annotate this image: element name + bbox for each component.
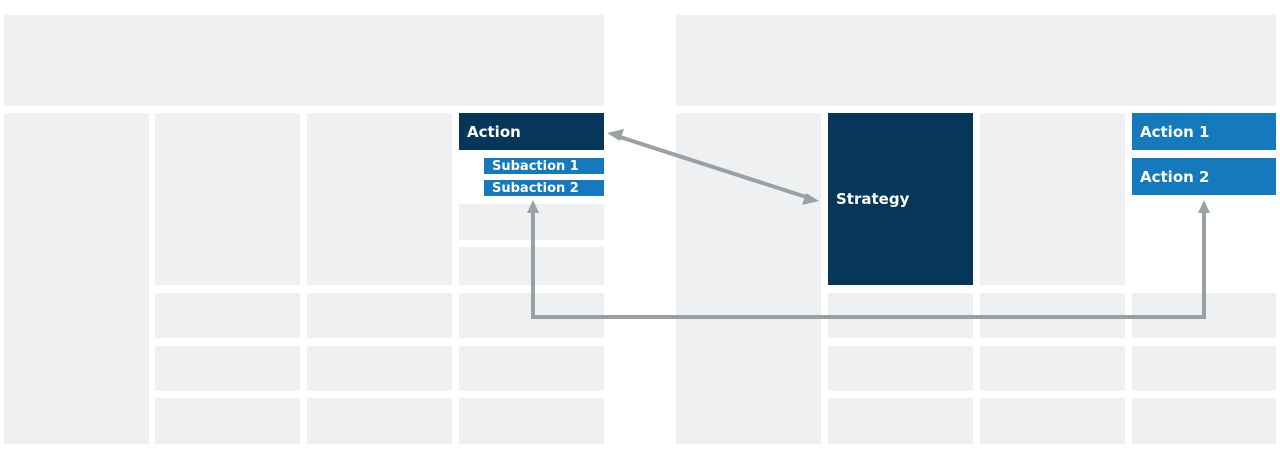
right-cell-r2c2 — [980, 293, 1125, 338]
right-cell-r1c2 — [980, 113, 1125, 285]
right-cell-r3c2 — [980, 346, 1125, 391]
left-cell-r3c2 — [307, 346, 452, 391]
left-cell-r1c1 — [155, 113, 300, 285]
right-cell-r3c3 — [1132, 346, 1276, 391]
right-header — [676, 15, 1276, 106]
left-cell-r2c3 — [459, 293, 604, 338]
left-cell-r1c2 — [307, 113, 452, 285]
left-cell-r4c2 — [307, 398, 452, 444]
left-cell-r4c3 — [459, 398, 604, 444]
right-cell-r4c1 — [828, 398, 973, 444]
right-cell-r4c2 — [980, 398, 1125, 444]
right-cell-r4c3 — [1132, 398, 1276, 444]
subaction-1-box: Subaction 1 — [484, 158, 604, 174]
right-cell-r2c1 — [828, 293, 973, 338]
left-cell-r2c2 — [307, 293, 452, 338]
right-cell-r2c3 — [1132, 293, 1276, 338]
left-side-column — [4, 113, 149, 444]
left-cell-c3-a — [459, 204, 604, 240]
action-2-box: Action 2 — [1132, 158, 1276, 195]
arrowhead-to-action — [607, 129, 624, 141]
left-cell-r2c1 — [155, 293, 300, 338]
action-box: Action — [459, 113, 604, 150]
left-cell-r3c3 — [459, 346, 604, 391]
right-cell-r3c1 — [828, 346, 973, 391]
left-cell-r4c1 — [155, 398, 300, 444]
left-cell-c3-b — [459, 247, 604, 285]
left-cell-r3c1 — [155, 346, 300, 391]
left-header — [4, 15, 604, 106]
subaction-2-box: Subaction 2 — [484, 180, 604, 196]
right-side-column — [676, 113, 821, 444]
strategy-box: Strategy — [828, 113, 973, 285]
action-1-box: Action 1 — [1132, 113, 1276, 150]
arrowhead-to-action-2 — [1198, 200, 1210, 213]
